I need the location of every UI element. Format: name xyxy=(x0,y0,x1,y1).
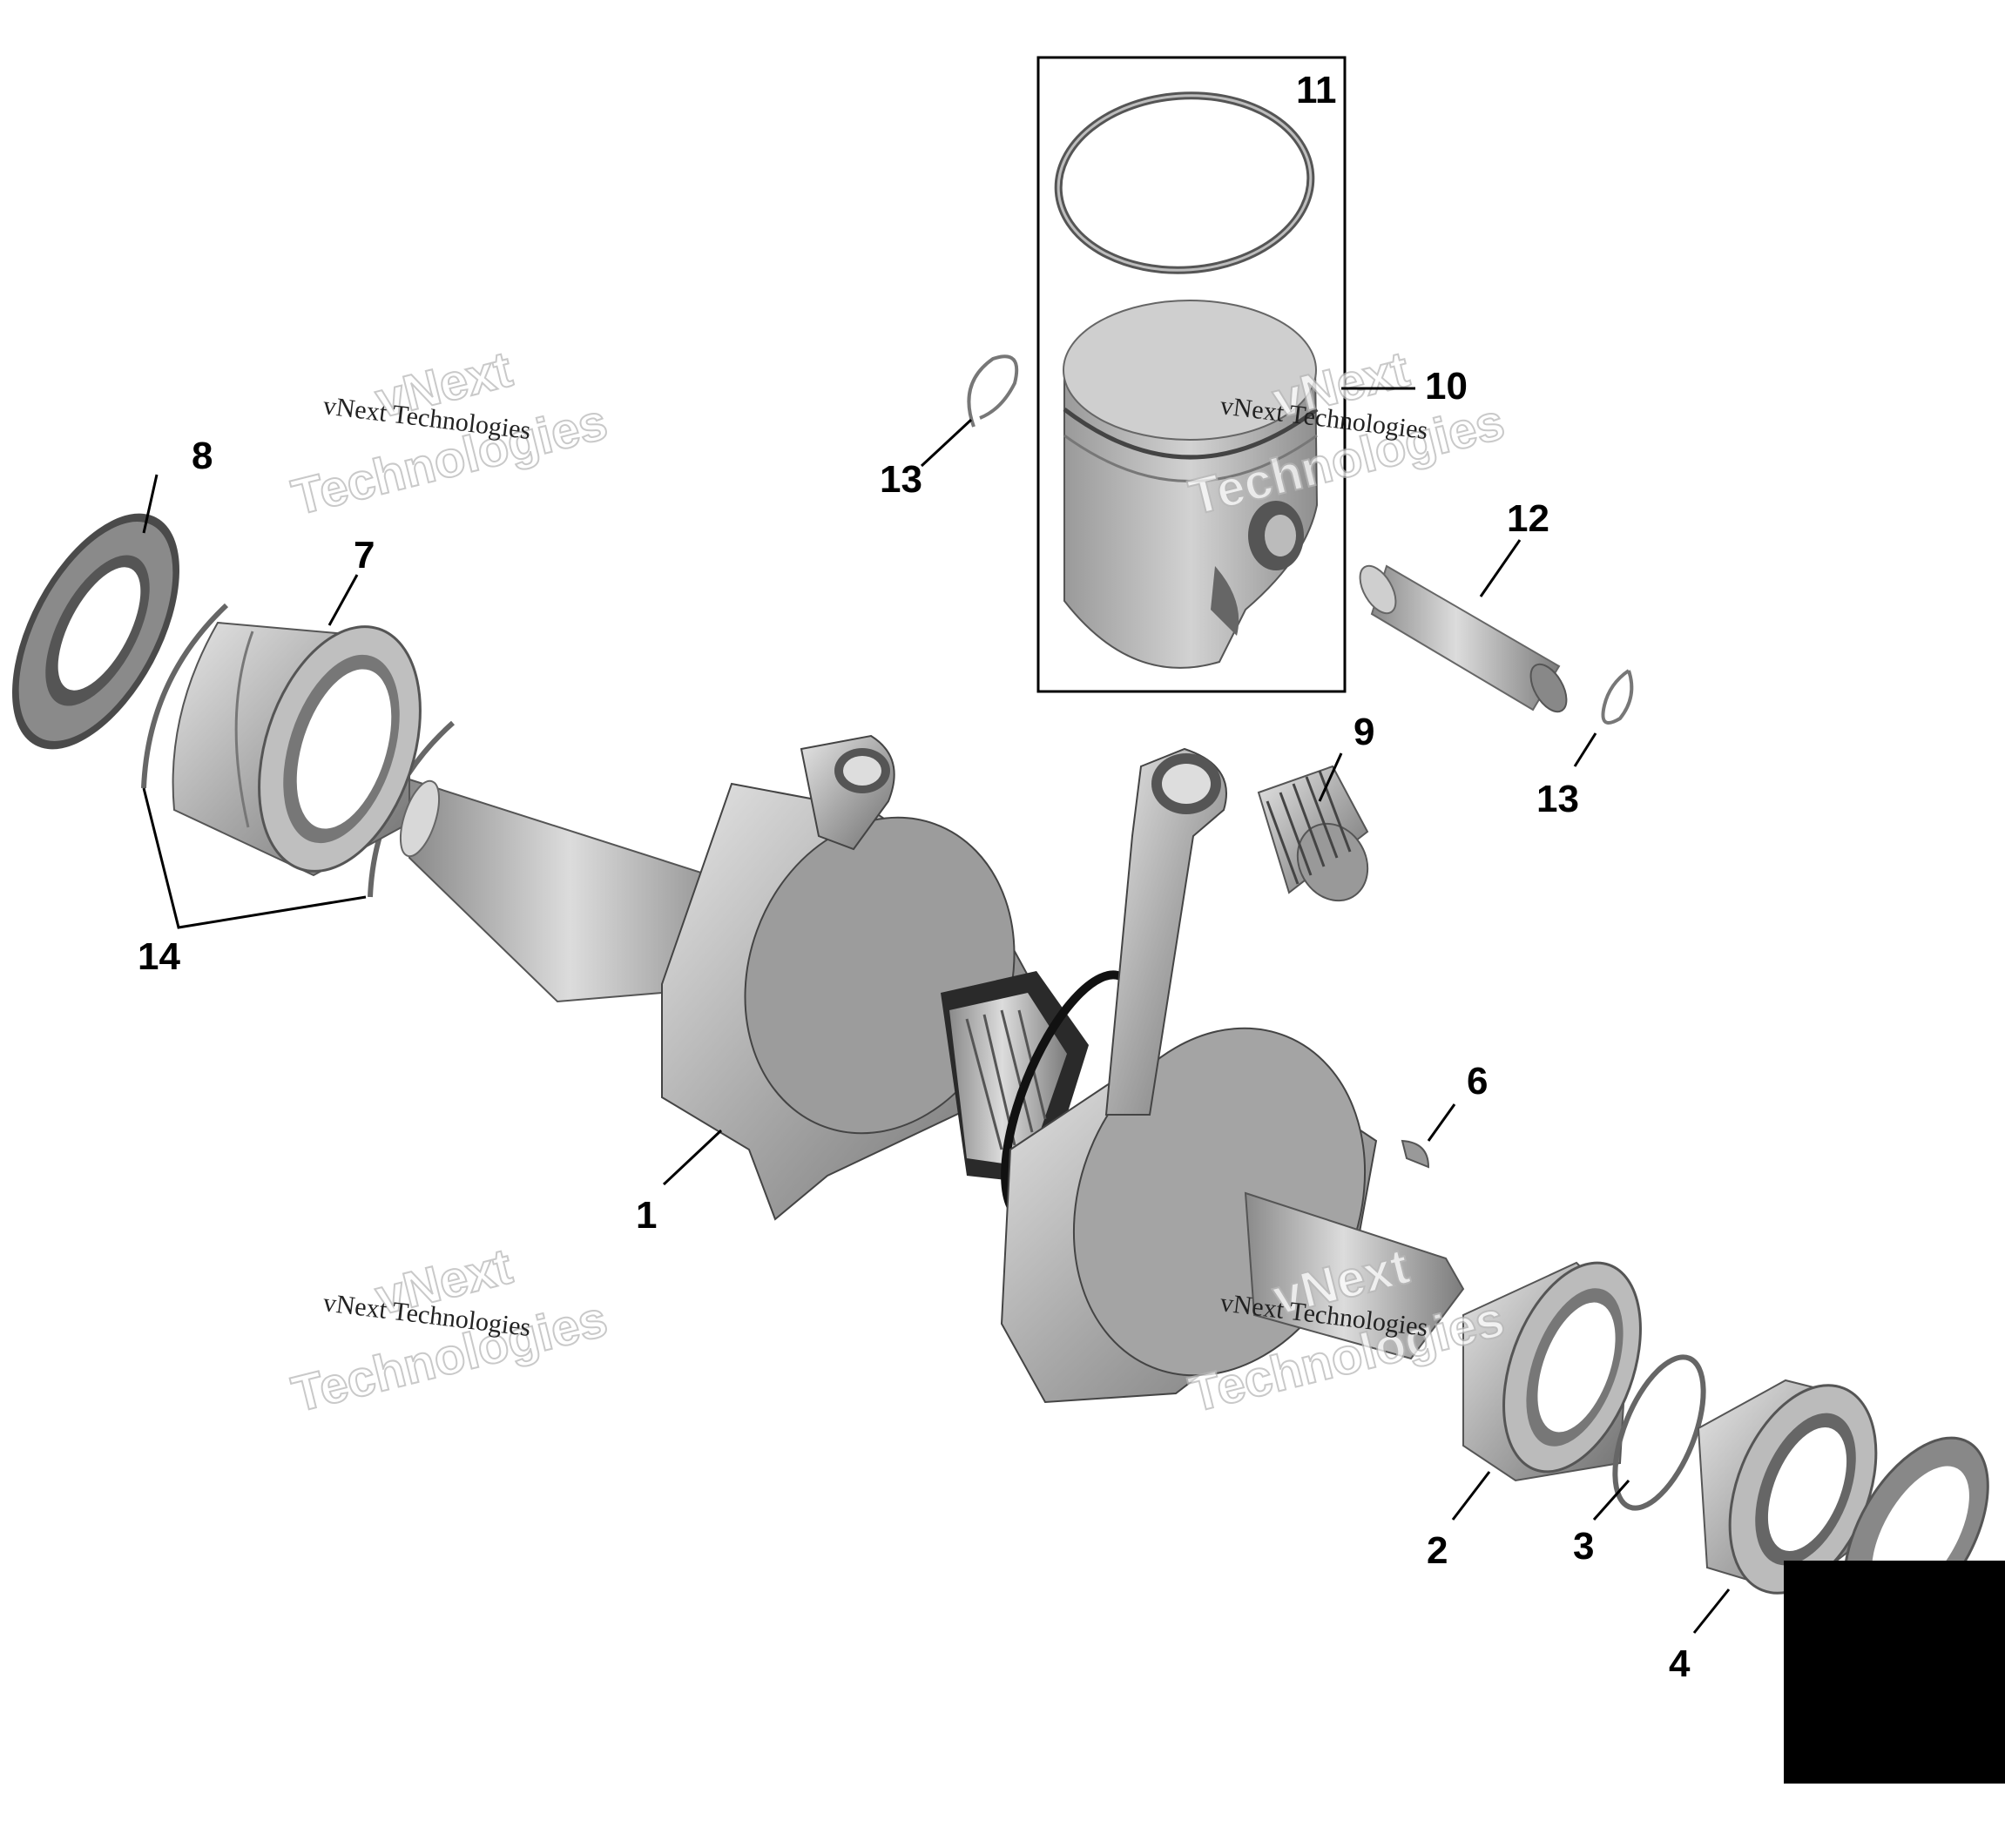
piston-pin xyxy=(1359,564,1568,713)
ball-bearing-right xyxy=(1462,1261,1642,1482)
callout-7: 7 xyxy=(354,534,375,577)
callout-11: 11 xyxy=(1296,69,1337,111)
oil-seal-left xyxy=(12,513,179,750)
redaction-block xyxy=(1784,1561,2005,1784)
callout-14: 14 xyxy=(138,935,180,978)
callout-4: 4 xyxy=(1669,1642,1691,1685)
callout-6: 6 xyxy=(1467,1060,1488,1103)
retaining-ring xyxy=(1612,1354,1706,1511)
callout-10: 10 xyxy=(1425,365,1468,408)
watermark-line1: vNext xyxy=(370,341,517,428)
callout-9: 9 xyxy=(1354,711,1374,753)
piston-ring xyxy=(1054,91,1315,274)
callout-3: 3 xyxy=(1573,1525,1594,1568)
callout-12: 12 xyxy=(1507,497,1549,540)
circlip-upper xyxy=(967,354,1019,428)
piston xyxy=(1063,300,1319,669)
circlip-right xyxy=(1601,669,1634,725)
callout-8: 8 xyxy=(192,435,213,477)
callout-1: 1 xyxy=(636,1194,657,1237)
ball-bearing-left xyxy=(172,621,422,877)
callout-13-upper: 13 xyxy=(880,458,922,501)
crankshaft xyxy=(399,734,1465,1404)
callout-13-lower: 13 xyxy=(1536,778,1579,820)
callout-2: 2 xyxy=(1427,1529,1448,1572)
ball-bearing-outer xyxy=(1697,1379,1878,1595)
needle-bearing xyxy=(1257,765,1369,902)
woodruff-key xyxy=(1401,1139,1430,1169)
piston-kit-box xyxy=(1036,56,1347,693)
leader-lines xyxy=(142,387,1731,1634)
